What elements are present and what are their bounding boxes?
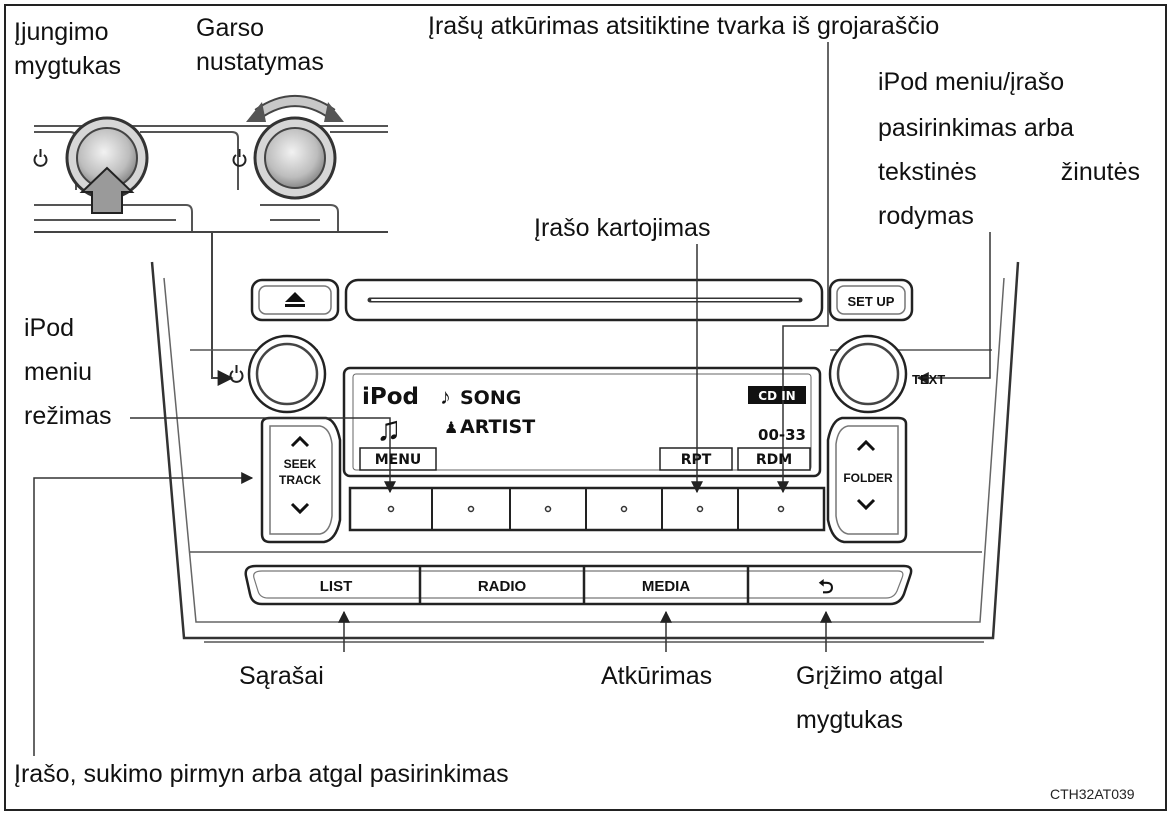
label-playback: Atkūrimas — [601, 662, 713, 690]
softkey-frame-menu — [359, 447, 437, 471]
preset-button-3 — [544, 505, 552, 513]
display-artist: ARTIST — [460, 416, 535, 438]
return-arrow-icon[interactable]: ⮌ — [818, 577, 833, 598]
preset-buttons — [348, 486, 826, 532]
label-back-line2: mygtukas — [796, 706, 903, 734]
preset-button-6 — [777, 505, 785, 513]
press-arrow-icon — [79, 166, 135, 214]
display-song: SONG — [460, 387, 521, 409]
power-icon — [232, 149, 247, 167]
preset-button-2 — [467, 505, 475, 513]
power-knob[interactable] — [65, 116, 149, 214]
eject-icon — [285, 292, 305, 302]
power-volume-knob[interactable] — [247, 334, 327, 414]
label-back-line1: Grįžimo atgal — [796, 662, 944, 690]
media-button[interactable]: MEDIA — [642, 578, 691, 595]
music-note-icon: ♪ — [440, 384, 451, 409]
display-cd-in: CD IN — [758, 389, 795, 403]
knob-inset — [34, 125, 388, 386]
figure-frame — [4, 4, 1167, 811]
rotate-arrow-icon — [246, 95, 344, 122]
label-repeat: Įrašo kartojimas — [534, 214, 711, 242]
label-text-word1: tekstinės — [878, 158, 977, 186]
label-text-line3: tekstinės žinutės — [878, 156, 1140, 188]
chevron-up-icon — [290, 435, 310, 448]
display-time: 00-33 — [758, 426, 806, 444]
label-seek: Įrašo, sukimo pirmyn arba atgal pasirink… — [14, 760, 509, 788]
power-icon — [229, 365, 244, 383]
label-text-word2: žinutės — [1060, 158, 1140, 186]
softkey-rdm-label: RDM — [756, 452, 792, 468]
folder-label: FOLDER — [843, 471, 893, 485]
label-volume-line1: Garso — [196, 14, 265, 42]
cd-slot — [344, 278, 824, 322]
figure-code: CTH32AT039 — [1050, 786, 1135, 802]
power-icon — [33, 149, 48, 167]
unit-labels: SET UP TEXT SEEK TRACK FOLDER LIST RADIO… — [279, 294, 945, 598]
bottom-button-row — [244, 564, 913, 606]
label-ipod-menu-line1: iPod — [24, 314, 75, 342]
chevron-down-icon — [856, 498, 876, 511]
chevron-up-icon — [856, 439, 876, 452]
text-knob-label: TEXT — [912, 372, 945, 387]
cd-in-indicator — [748, 386, 806, 404]
display-source: iPod — [362, 384, 419, 410]
display-screen — [342, 366, 822, 478]
label-volume-line2: nustatymas — [196, 48, 324, 76]
text-tune-knob[interactable] — [828, 334, 908, 414]
softkey-rpt-label: RPT — [681, 452, 712, 468]
preset-button-4 — [620, 505, 628, 513]
label-menu-select-line2: pasirinkimas arba — [878, 114, 1074, 142]
label-power-line2: mygtukas — [14, 52, 121, 80]
setup-label: SET UP — [848, 294, 895, 309]
preset-button-1 — [387, 505, 395, 513]
label-text-line4: rodymas — [878, 202, 974, 230]
chevron-down-icon — [290, 502, 310, 515]
seek-label: SEEK — [284, 457, 317, 471]
volume-knob[interactable] — [253, 116, 337, 200]
softkey-menu-label: MENU — [375, 452, 422, 468]
label-ipod-menu-line2: meniu — [24, 358, 93, 386]
label-ipod-menu-line3: režimas — [24, 402, 112, 430]
label-lists: Sąrašai — [239, 662, 324, 690]
label-power-line1: Įjungimo — [14, 18, 109, 46]
radio-button[interactable]: RADIO — [478, 578, 527, 595]
head-unit — [150, 261, 1020, 643]
track-label: TRACK — [279, 473, 321, 487]
display-content: iPod ♪ SONG ♫ ♟ ARTIST CD IN 00-33 MENU … — [362, 384, 806, 468]
label-menu-select-line1: iPod meniu/įrašo — [878, 68, 1065, 96]
softkey-frame-rdm — [737, 447, 811, 471]
setup-button[interactable] — [828, 278, 914, 322]
music-note-icon: ♫ — [376, 410, 402, 448]
folder-button[interactable] — [826, 416, 908, 544]
leader-lines — [33, 42, 991, 756]
label-random-playback: Įrašų atkūrimas atsitiktine tvarka iš gr… — [428, 12, 940, 40]
eject-button[interactable] — [250, 278, 340, 322]
softkey-frame-rpt — [659, 447, 733, 471]
person-icon: ♟ — [444, 420, 458, 437]
preset-button-5 — [696, 505, 704, 513]
list-button[interactable]: LIST — [320, 578, 353, 595]
